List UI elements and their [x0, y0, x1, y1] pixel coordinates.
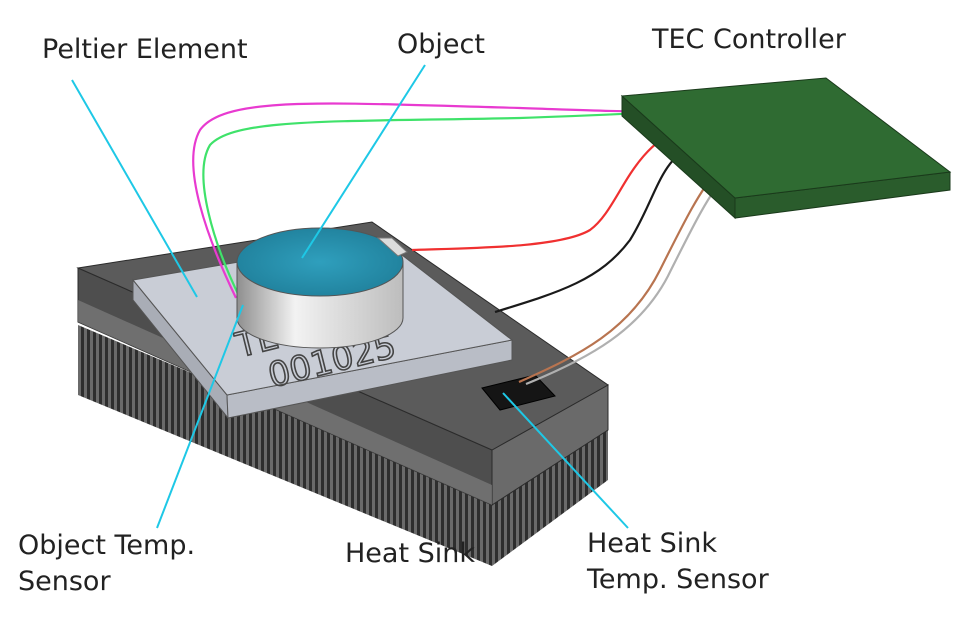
heat-sink-fins-front — [78, 325, 492, 566]
wire-brown — [518, 166, 721, 384]
callout-hs-sensor — [502, 392, 629, 529]
heat-sink-temp-sensor — [481, 374, 556, 411]
label-object-temp-sensor-line1: Object Temp. — [18, 530, 195, 561]
wires — [192, 102, 729, 386]
callout-lines — [71, 64, 629, 529]
labels: Peltier Element Object TEC Controller Ob… — [18, 24, 847, 597]
label-peltier-element: Peltier Element — [42, 34, 248, 65]
object-cylinder — [236, 227, 408, 349]
label-heat-sink-temp-sensor-line1: Heat Sink — [587, 528, 717, 559]
label-tec-controller: TEC Controller — [651, 24, 847, 55]
wire-magenta — [192, 102, 661, 299]
callout-object — [301, 64, 426, 259]
tec-controller-board — [620, 77, 952, 220]
callout-peltier — [71, 79, 198, 298]
wire-black — [494, 144, 693, 314]
wire-gray — [525, 171, 729, 386]
label-object-temp-sensor-line2: Sensor — [18, 566, 111, 597]
wire-green — [202, 110, 666, 299]
label-object: Object — [397, 29, 485, 60]
object-lip — [376, 237, 408, 257]
callout-object-sensor — [156, 304, 244, 529]
label-heat-sink: Heat Sink — [345, 538, 475, 569]
wire-red — [411, 126, 683, 252]
label-heat-sink-temp-sensor-line2: Temp. Sensor — [586, 564, 770, 595]
tec-board-top — [620, 77, 952, 199]
